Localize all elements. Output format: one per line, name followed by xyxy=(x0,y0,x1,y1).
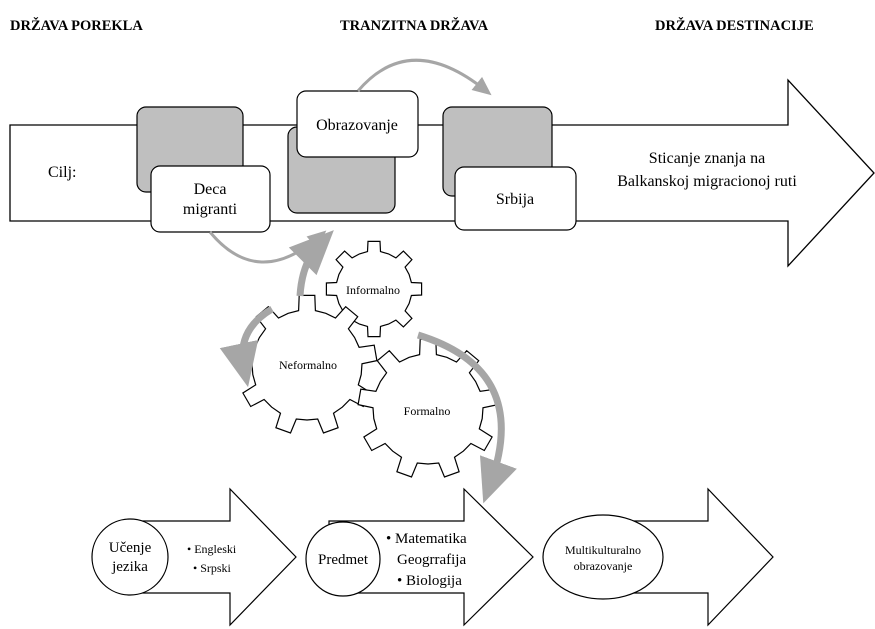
curve-arrow-top xyxy=(356,58,492,96)
box-children xyxy=(150,165,271,233)
box-serbia xyxy=(454,166,577,231)
box-children-line1: Deca xyxy=(194,181,227,198)
gear-formal xyxy=(357,338,499,478)
language-item-2: • Srpski xyxy=(193,561,232,575)
goal-label: Cilj: xyxy=(48,164,76,181)
gear-informal-label: Informalno xyxy=(346,283,400,297)
subject-item-1: • Matematika xyxy=(386,531,467,547)
gear-formal-outline xyxy=(357,338,499,478)
curve-arrow-nonformal xyxy=(219,305,274,388)
bottom-arrow-language xyxy=(126,487,297,627)
box-serbia-text: Srbija xyxy=(496,191,534,208)
subject-item-2: Geogrrafija xyxy=(397,552,466,568)
circle-language xyxy=(91,518,169,596)
circle-language-line2: jezika xyxy=(111,559,148,575)
header-transit: TRANZITNA DRŽAVA xyxy=(340,17,489,34)
gear-formal-label: Formalno xyxy=(404,404,451,418)
goal-text-line2: Balkanskoj migracionoj ruti xyxy=(617,173,797,190)
gear-nonformal-label: Neformalno xyxy=(279,358,337,372)
box-education xyxy=(296,90,419,158)
subject-item-3: • Biologija xyxy=(397,573,462,589)
curve-arrow-formal xyxy=(416,331,517,504)
ellipse-multicultural-line2: obrazovanje xyxy=(574,559,633,573)
language-item-1: • Engleski xyxy=(187,542,237,556)
circle-subject-text: Predmet xyxy=(318,552,369,568)
circle-subject xyxy=(305,521,381,597)
header-destination: DRŽAVA DESTINACIJE xyxy=(655,17,814,34)
box-education-text: Obrazovanje xyxy=(316,117,398,134)
goal-text-line1: Sticanje znanja na xyxy=(649,150,765,167)
ellipse-multicultural xyxy=(542,514,664,600)
curve-arrow-informal xyxy=(288,230,334,297)
header-origin: DRŽAVA POREKLA xyxy=(10,17,143,34)
box-children-line2: migranti xyxy=(183,201,238,218)
ellipse-multicultural-line1: Multikulturalno xyxy=(565,543,641,557)
curve-arrow-bottom-left xyxy=(208,230,327,264)
circle-language-line1: Učenje xyxy=(109,540,152,556)
